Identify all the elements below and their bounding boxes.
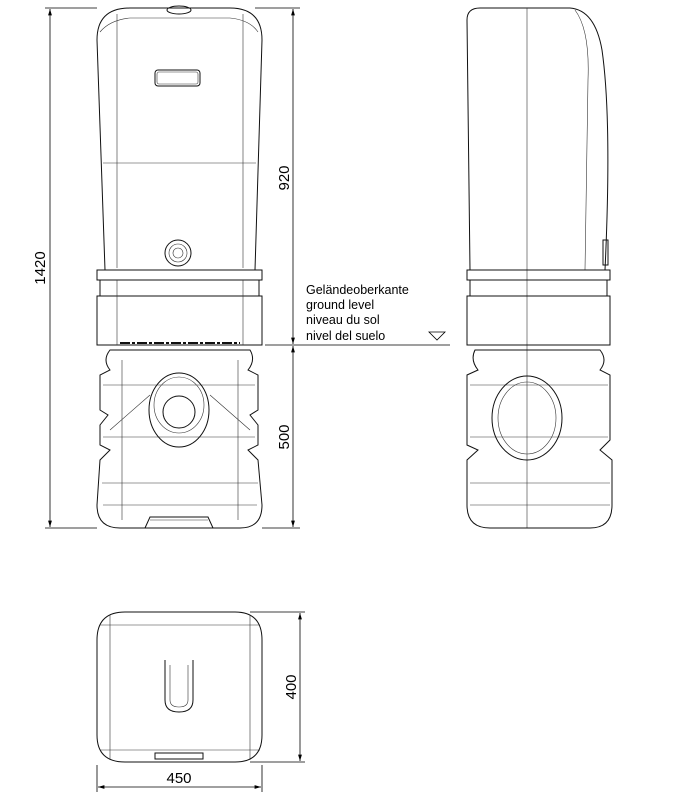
dimension-width: 450 <box>166 770 191 787</box>
front-view <box>96 5 263 529</box>
handle-recess <box>154 69 201 87</box>
ground-level-triangle-icon <box>428 331 446 341</box>
dimension-upper-height: 920 <box>276 165 293 190</box>
ground-level-es: nivel del suelo <box>306 329 385 343</box>
ground-level-fr: niveau du sol <box>306 313 380 327</box>
top-dimension-lines <box>96 611 305 792</box>
dimension-depth: 400 <box>283 674 300 699</box>
dimension-lines <box>45 7 450 529</box>
dimension-lower-height: 500 <box>276 424 293 449</box>
top-view <box>96 611 263 763</box>
ground-level-label: Geländeoberkante ground level niveau du … <box>306 283 446 343</box>
ground-level-de: Geländeoberkante <box>306 283 409 297</box>
ground-level-en: ground level <box>306 298 374 312</box>
lock-cap <box>164 239 192 267</box>
side-view <box>466 7 613 529</box>
dimension-total-height: 1420 <box>32 251 49 284</box>
